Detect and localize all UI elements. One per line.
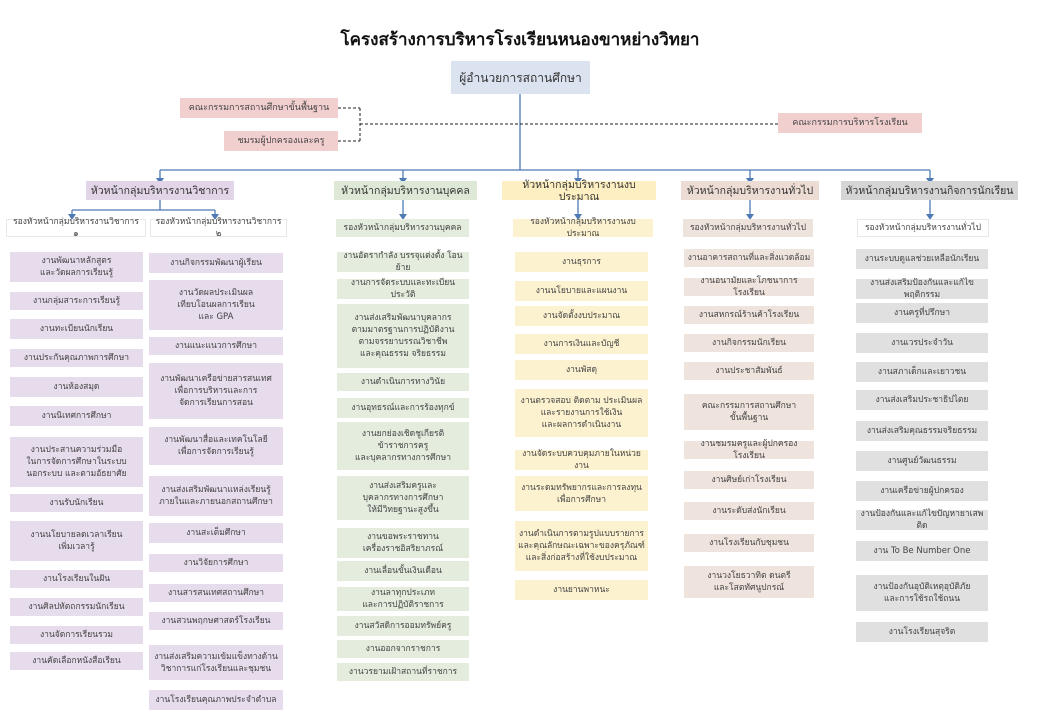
task-box: งานโรงเรียนสุจริต bbox=[856, 622, 988, 642]
director-box: ผู้อำนวยการสถานศึกษา bbox=[451, 61, 590, 94]
task-box: งานส่งเสริมพัฒนาแหล่งเรียนรู้ ภายในและภา… bbox=[149, 476, 283, 516]
task-box: งานสวัสดิการออมทรัพย์ครู bbox=[337, 616, 469, 636]
task-box: งานวิจัยการศึกษา bbox=[149, 554, 283, 572]
task-box: งานส่งเสริมประชาธิปไตย bbox=[856, 390, 988, 410]
budget-head-box: หัวหน้ากลุ่มบริหารงานงบประมาณ bbox=[502, 179, 656, 203]
task-box: งานจัดการเรียนรวม bbox=[10, 626, 143, 644]
task-box: งาน To Be Number One bbox=[856, 541, 988, 561]
task-box: งานพัสดุ bbox=[515, 360, 648, 380]
task-box: งานสภาเด็กและเยาวชน bbox=[856, 362, 988, 382]
task-box: งานธุรการ bbox=[515, 252, 648, 272]
task-box: งานครูที่ปรึกษา bbox=[856, 303, 988, 323]
task-box: งานนิเทศการศึกษา bbox=[10, 406, 143, 426]
task-box: งานโรงเรียนกับชุมชน bbox=[684, 534, 814, 552]
task-box: งานระดมทรัพยากรและการลงทุน เพื่อการศึกษา bbox=[515, 476, 648, 511]
budget-deputy-box: รองหัวหน้ากลุ่มบริหารงานงบประมาณ bbox=[513, 217, 653, 239]
task-box: งานคัดเลือกหนังสือเรียน bbox=[10, 652, 143, 670]
task-box: งานชมรมครูและผู้ปกครองโรงเรียน bbox=[684, 439, 814, 461]
task-box: งานส่งเสริมคุณธรรมจริยธรรม bbox=[856, 421, 988, 441]
task-box: งานศิลปหัตถกรรมนักเรียน bbox=[10, 598, 143, 616]
task-box: งานจัดตั้งงบประมาณ bbox=[515, 306, 648, 326]
task-box: งานป้องกันอุบัติเหตุอุบัติภัย และการใช้ร… bbox=[856, 575, 988, 611]
task-box: งานส่งเสริมความเข้มแข็งทางด้าน วิชาการแก… bbox=[149, 645, 283, 680]
task-box: งานห้องสมุด bbox=[10, 377, 143, 397]
parent-teacher-association-box: ชมรมผู้ปกครองและครู bbox=[224, 131, 338, 151]
task-box: งานประสานความร่วมมือ ในการจัดการศึกษาในร… bbox=[10, 437, 143, 487]
task-box: งานวรยามเฝ้าสถานที่ราชการ bbox=[337, 663, 469, 681]
task-box: งานอุทธรณ์และการร้องทุกข์ bbox=[337, 398, 469, 418]
task-box: งานส่งเสริมป้องกันและแก้ไขพฤติกรรม bbox=[856, 278, 988, 300]
task-box: งานโรงเรียนในฝัน bbox=[10, 570, 143, 588]
personnel-head-box: หัวหน้ากลุ่มบริหารงานบุคคล bbox=[334, 181, 477, 200]
task-box: งานป้องกันและแก้ไขปัญหายาเสพติด bbox=[856, 509, 988, 531]
task-box: งานสหกรณ์ร้านค้าโรงเรียน bbox=[684, 306, 814, 324]
task-box: งานลาทุกประเภท และการปฏิบัติราชการ bbox=[337, 587, 469, 611]
task-box: งานรับนักเรียน bbox=[10, 494, 143, 512]
general-deputy-box: รองหัวหน้ากลุ่มบริหารงานทั่วไป bbox=[683, 219, 813, 237]
task-box: งานการเงินและบัญชี bbox=[515, 334, 648, 354]
academic-deputy-2-box: รองหัวหน้ากลุ่มบริหารงานวิชาการ ๒ bbox=[150, 217, 287, 239]
personnel-deputy-box: รองหัวหน้ากลุ่มบริหารงานบุคคล bbox=[336, 219, 469, 237]
task-box: งานสารสนเทศสถานศึกษา bbox=[149, 584, 283, 602]
student-affairs-deputy-box: รองหัวหน้ากลุ่มบริหารงานทั่วไป bbox=[857, 219, 989, 237]
task-box: งานอาคารสถานที่และสิ่งแวดล้อม bbox=[684, 249, 814, 267]
basic-education-board-box: คณะกรรมการสถานศึกษาขั้นพื้นฐาน bbox=[180, 98, 338, 118]
task-box: งานนโยบายลดเวลาเรียน เพิ่มเวลารู้ bbox=[10, 521, 143, 561]
task-box: งานนโยบายและแผนงาน bbox=[515, 281, 648, 301]
general-head-box: หัวหน้ากลุ่มบริหารงานทั่วไป bbox=[681, 181, 819, 200]
academic-head-box: หัวหน้ากลุ่มบริหารงานวิชาการ bbox=[86, 181, 234, 200]
task-box: งานแนะแนวการศึกษา bbox=[149, 337, 283, 355]
task-box: งานส่งเสริมพัฒนาบุคลากร ตามมาตรฐานการปฏิ… bbox=[337, 304, 469, 368]
task-box: งานวัดผลประเมินผล เทียบโอนผลการเรียน และ… bbox=[149, 280, 283, 330]
task-box: งานดำเนินการทางวินัย bbox=[337, 373, 469, 391]
student-affairs-head-box: หัวหน้ากลุ่มบริหารงานกิจการนักเรียน bbox=[841, 181, 1018, 200]
task-box: งานพัฒนาหลักสูตร และวัดผลการเรียนรู้ bbox=[10, 252, 143, 282]
task-box: งานเวรประจำวัน bbox=[856, 333, 988, 353]
task-box: งานสวนพฤกษศาสตร์โรงเรียน bbox=[149, 612, 283, 630]
task-box: งานระดับส่งนักเรียน bbox=[684, 502, 814, 520]
task-box: งานออกจากราชการ bbox=[337, 640, 469, 658]
task-box: งานตรวจสอบ ติดตาม ประเมินผล และรายงานการ… bbox=[515, 389, 648, 437]
task-box: คณะกรรมการสถานศึกษา ขั้นพื้นฐาน bbox=[684, 394, 814, 430]
task-box: งานกลุ่มสาระการเรียนรู้ bbox=[10, 292, 143, 310]
task-box: งานเครือข่ายผู้ปกครอง bbox=[856, 481, 988, 501]
task-box: งานการจัดระบบและทะเบียนประวัติ bbox=[337, 278, 469, 300]
task-box: งานยกย่องเชิดชูเกียรติ ข้าราชการครู และบ… bbox=[337, 422, 469, 470]
task-box: งานขอพระราชทาน เครื่องราชอิสริยาภรณ์ bbox=[337, 528, 469, 558]
task-box: งานอนามัยและโภชนาการโรงเรียน bbox=[684, 276, 814, 298]
task-box: งานศิษย์เก่าโรงเรียน bbox=[684, 471, 814, 489]
chart-title: โครงสร้างการบริหารโรงเรียนหนองขาหย่างวิท… bbox=[340, 30, 700, 50]
task-box: งานกิจกรรมพัฒนาผู้เรียน bbox=[149, 253, 283, 273]
school-admin-board-box: คณะกรรมการบริหารโรงเรียน bbox=[778, 113, 922, 133]
task-box: งานพัฒนาเครือข่ายสารสนเทศ เพื่อการบริหาร… bbox=[149, 363, 283, 419]
task-box: งานยานพาหนะ bbox=[515, 580, 648, 600]
task-box: งานจัดระบบควบคุมภายในหน่วยงาน bbox=[515, 449, 648, 471]
task-box: งานศูนย์วัฒนธรรม bbox=[856, 451, 988, 471]
task-box: งานส่งเสริมครูและ บุคลากรทางการศึกษา ให้… bbox=[337, 476, 469, 520]
task-box: งานประชาสัมพันธ์ bbox=[684, 362, 814, 380]
task-box: งานกิจกรรมนักเรียน bbox=[684, 334, 814, 352]
task-box: งานพัฒนาสื่อและเทคโนโลยี เพื่อการจัดการเ… bbox=[149, 427, 283, 465]
task-box: งานประกันคุณภาพการศึกษา bbox=[10, 349, 143, 367]
task-box: งานวงโยธวาทิต ดนตรี และโสตทัศนูปกรณ์ bbox=[684, 566, 814, 598]
task-box: งานทะเบียนนักเรียน bbox=[10, 319, 143, 339]
task-box: งานระบบดูแลช่วยเหลือนักเรียน bbox=[856, 249, 988, 269]
task-box: งานสะเต็มศึกษา bbox=[149, 523, 283, 543]
task-box: งานเลื่อนขั้นเงินเดือน bbox=[337, 561, 469, 581]
academic-deputy-1-box: รองหัวหน้ากลุ่มบริหารงานวิชาการ ๑ bbox=[6, 217, 146, 239]
task-box: งานอัตรากำลัง บรรจุแต่งตั้ง โอน ย้าย bbox=[337, 251, 469, 273]
task-box: งานดำเนินการตามรูปแบบรายการ และคุณลักษณะ… bbox=[515, 521, 648, 571]
task-box: งานโรงเรียนคุณภาพประจำตำบล bbox=[149, 690, 283, 710]
